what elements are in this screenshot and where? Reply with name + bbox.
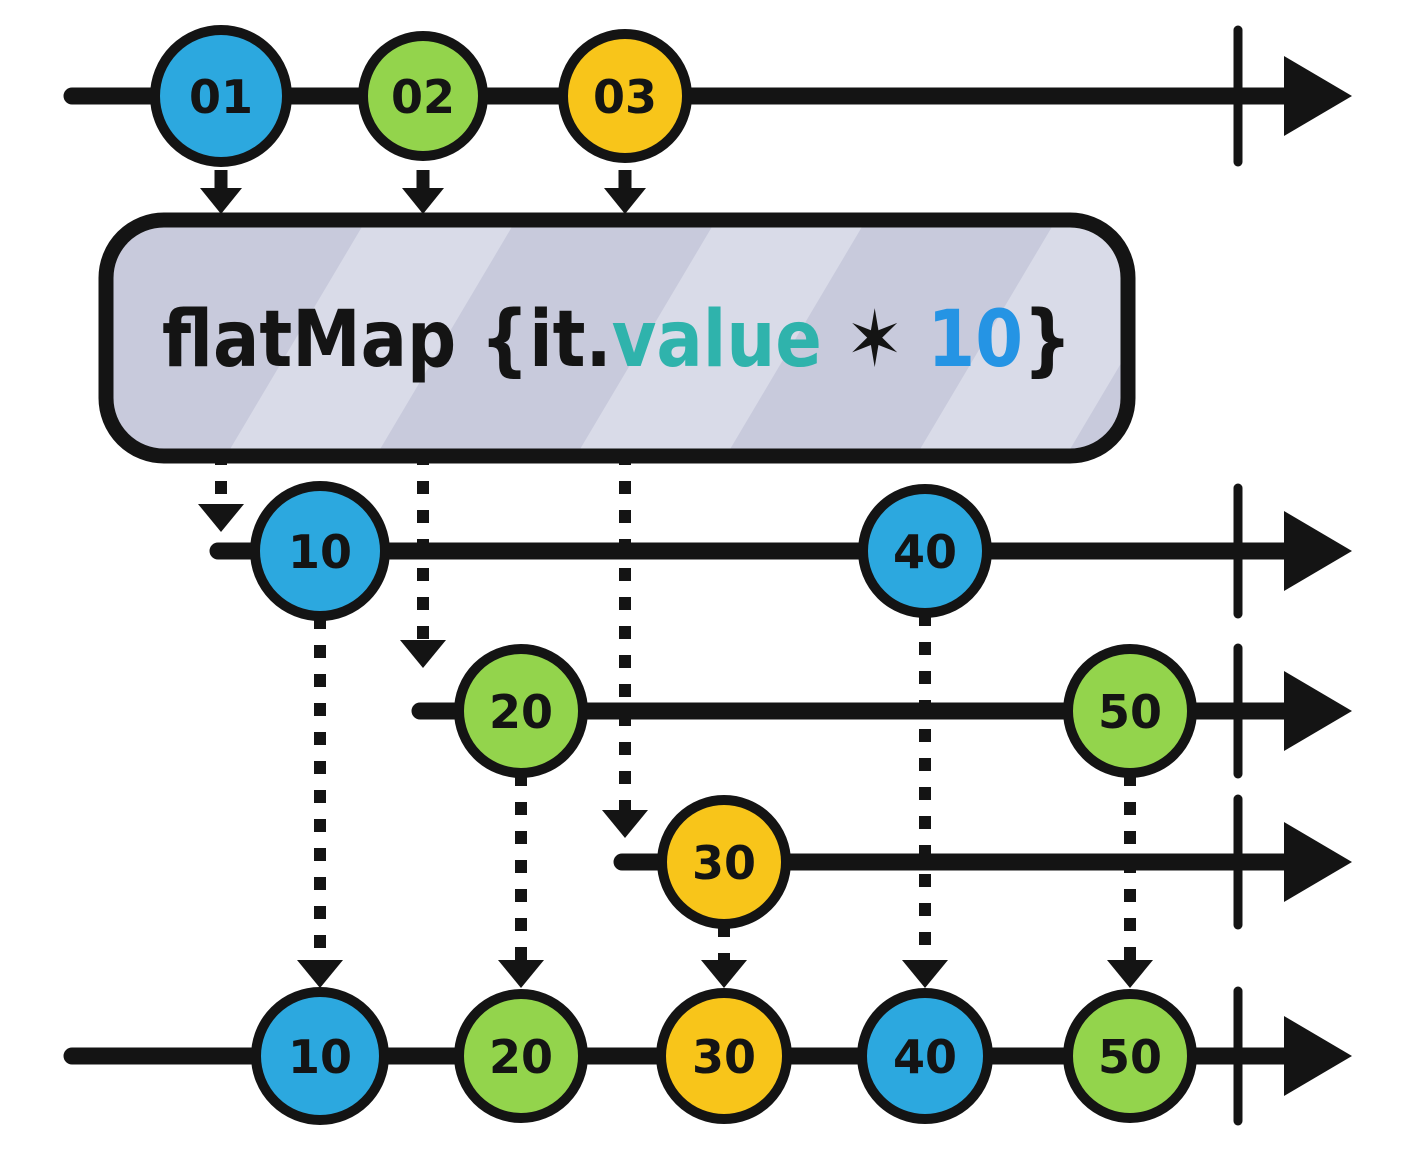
solid-arrow-head <box>402 188 444 214</box>
dashed-arrow-head <box>498 960 544 988</box>
operator-label-part: } <box>1023 295 1072 385</box>
marble-label: 01 <box>189 70 253 124</box>
marble-circle <box>656 988 792 1124</box>
marble-output-30: 30 <box>656 988 792 1124</box>
emission-arrows <box>200 170 646 214</box>
marble-inner-2-20: 20 <box>454 644 588 778</box>
marble-label: 40 <box>893 525 957 579</box>
marble-circle <box>454 644 588 778</box>
marble-output-50: 50 <box>1063 989 1197 1123</box>
timeline-arrowhead <box>1284 56 1352 136</box>
marble-inner-1-40: 40 <box>858 484 992 618</box>
marble-circle <box>858 484 992 618</box>
marble-label: 50 <box>1098 685 1162 739</box>
marble-circle <box>250 481 390 621</box>
marble-circle <box>251 987 389 1125</box>
marble-label: 50 <box>1098 1030 1162 1084</box>
dashed-arrow-head <box>198 504 244 532</box>
timeline-inner-1 <box>209 483 1352 619</box>
marble-inner-2-50: 50 <box>1063 644 1197 778</box>
marble-inner-1-10: 10 <box>250 481 390 621</box>
marble-label: 03 <box>593 70 657 124</box>
marble-circle <box>1063 644 1197 778</box>
dashed-arrow-head <box>602 810 648 838</box>
marble-circle <box>558 29 692 163</box>
operator-box: flatMap {it.value ✶ 10} <box>98 212 1136 464</box>
operator-box-stripe <box>916 220 1128 456</box>
solid-arrow-head <box>200 188 242 214</box>
dashed-arrows <box>198 452 1153 988</box>
marble-circle <box>150 25 292 167</box>
operator-box-stripes <box>226 220 1128 456</box>
marble-label: 30 <box>692 1030 756 1084</box>
dashed-arrow-head <box>1107 960 1153 988</box>
marble-label: 20 <box>489 1030 553 1084</box>
marble-inner-3-30: 30 <box>657 795 791 929</box>
marble-source-02: 02 <box>358 31 488 161</box>
operator-box-stripe <box>226 220 516 456</box>
timeline-arrowhead <box>1284 822 1352 902</box>
marble-output-20: 20 <box>454 989 588 1123</box>
marble-label: 10 <box>288 525 352 579</box>
dashed-arrow-head <box>902 960 948 988</box>
operator-box-border <box>98 212 1136 464</box>
operator-label-part: ✶ <box>822 295 927 385</box>
dashed-arrow-head <box>701 960 747 988</box>
solid-arrow-head <box>604 188 646 214</box>
marble-label: 30 <box>692 836 756 890</box>
marble-circle <box>857 988 993 1124</box>
timeline-arrowhead <box>1284 671 1352 751</box>
marble-output-10: 10 <box>251 987 389 1125</box>
timeline-arrowhead <box>1284 1016 1352 1096</box>
timeline-arrowhead <box>1284 511 1352 591</box>
marble-circle <box>657 795 791 929</box>
marble-source-01: 01 <box>150 25 292 167</box>
dashed-arrow-head <box>400 640 446 668</box>
marble-label: 10 <box>288 1030 352 1084</box>
marble-output-40: 40 <box>857 988 993 1124</box>
dashed-arrow-head <box>297 960 343 988</box>
marble-circle <box>454 989 588 1123</box>
operator-label-part: 10 <box>927 295 1023 385</box>
operator-label: flatMap {it.value ✶ 10} <box>162 295 1072 385</box>
operator-label-part: flatMap {it. <box>162 295 612 385</box>
marble-circle <box>358 31 488 161</box>
marble-label: 02 <box>391 70 455 124</box>
marble-source-03: 03 <box>558 29 692 163</box>
operator-box-stripe <box>576 220 866 456</box>
marble-label: 20 <box>489 685 553 739</box>
marble-circle <box>1063 989 1197 1123</box>
marble-label: 40 <box>893 1030 957 1084</box>
operator-label-part: value <box>612 295 822 385</box>
